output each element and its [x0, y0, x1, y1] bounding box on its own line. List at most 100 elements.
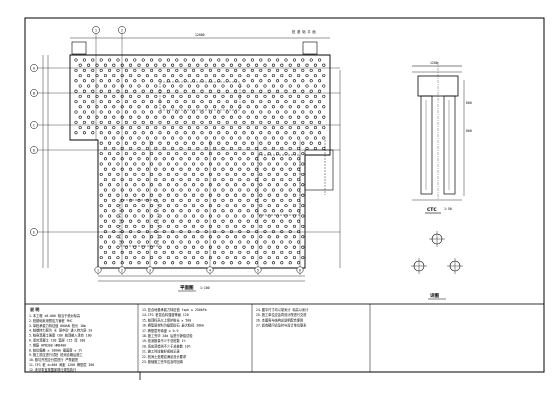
pile-dot — [297, 115, 301, 119]
pile-dot — [250, 110, 254, 114]
pile-dot — [271, 188, 275, 192]
pile-dot — [284, 245, 288, 249]
note-line: 26.本图需与结构总说明配合使用 — [256, 317, 303, 322]
pile-dot — [192, 58, 196, 62]
pile-dot — [171, 157, 175, 161]
pile-dot — [137, 136, 141, 140]
pile-dot — [154, 105, 158, 109]
pile-dot — [154, 178, 158, 182]
pile-dot — [280, 198, 284, 202]
pile-dot — [259, 204, 263, 208]
pile-dot — [318, 58, 322, 62]
pile-dot — [221, 84, 225, 88]
pile-dot — [250, 214, 254, 218]
pile-dot — [99, 89, 103, 93]
pile-dot — [280, 115, 284, 119]
pile-dot — [116, 172, 120, 176]
pile-dot — [196, 261, 200, 265]
pile-dot — [171, 63, 175, 67]
pile-dot — [267, 183, 271, 187]
pile-dot — [129, 167, 133, 171]
pile-dot — [154, 74, 158, 78]
pile-dot — [288, 105, 292, 109]
pile-dot — [137, 74, 141, 78]
pile-dot — [322, 84, 326, 88]
pile-dot — [124, 141, 128, 145]
pile-dot — [259, 141, 263, 145]
pile-dot — [288, 157, 292, 161]
pile-dot — [108, 152, 112, 156]
pile-dot — [204, 74, 208, 78]
pile-dot — [192, 141, 196, 145]
note-line: 15.桩顶标高以上保护桩长 ≥ 500 — [142, 317, 191, 322]
pile-dot — [217, 89, 221, 93]
pile-dot — [87, 84, 91, 88]
pile-dot — [183, 141, 187, 145]
pile-dot — [246, 105, 250, 109]
pile-dot — [213, 240, 217, 244]
pile-dot — [175, 245, 179, 249]
pile-dot — [271, 126, 275, 130]
pile-dot — [183, 152, 187, 156]
pile-dot — [196, 94, 200, 98]
pile-dot — [301, 204, 305, 208]
pile-dot — [297, 136, 301, 140]
pile-dot — [204, 115, 208, 119]
pile-dot — [196, 63, 200, 67]
pile-dot — [171, 188, 175, 192]
pile-dot — [255, 261, 259, 265]
pile-dot — [309, 141, 313, 145]
pile-dot — [234, 100, 238, 104]
pile-dot — [255, 198, 259, 202]
pile-dot — [87, 126, 91, 130]
pile-dot — [120, 126, 124, 130]
pile-dot — [280, 63, 284, 67]
pile-dot — [213, 84, 217, 88]
pile-dot — [200, 141, 204, 145]
axis-bubble-top — [92, 26, 100, 34]
pile-dot — [108, 245, 112, 249]
pile-dot — [150, 58, 154, 62]
pile-dot — [154, 261, 158, 265]
detail-title: 详图 — [430, 292, 439, 299]
pile-dot — [267, 256, 271, 260]
pile-dot — [267, 235, 271, 239]
pile-dot — [196, 146, 200, 150]
pile-dot — [145, 188, 149, 192]
pile-dot — [229, 94, 233, 98]
pile-dot — [305, 63, 309, 67]
pile-dot — [318, 79, 322, 83]
pile-dot — [103, 230, 107, 234]
pile-dot — [229, 146, 233, 150]
pile-dot — [297, 157, 301, 161]
pile-dot — [280, 250, 284, 254]
pile-dot — [108, 131, 112, 135]
pile-dot — [217, 204, 221, 208]
pile-dot — [150, 68, 154, 72]
pile-dot — [129, 146, 133, 150]
pile-dot — [150, 256, 154, 260]
pile-dot — [141, 162, 145, 166]
pile-dot — [95, 94, 99, 98]
pile-dot — [179, 188, 183, 192]
pile-dot — [221, 178, 225, 182]
pile-dot — [179, 178, 183, 182]
pile-dot — [82, 58, 86, 62]
pile-dot — [187, 250, 191, 254]
pile-dot — [200, 245, 204, 249]
pile-dot — [192, 110, 196, 114]
pile-dot — [255, 84, 259, 88]
pile-dot — [154, 136, 158, 140]
pile-dot — [187, 209, 191, 213]
pile-dot — [297, 209, 301, 213]
pile-dot — [133, 100, 137, 104]
plan-outline — [69, 54, 331, 269]
pile-dot — [267, 68, 271, 72]
pile-dot — [238, 136, 242, 140]
pile-dot — [288, 250, 292, 254]
pile-dot — [171, 261, 175, 265]
pile-dot — [158, 141, 162, 145]
pile-dot — [200, 204, 204, 208]
pile-dot — [108, 120, 112, 124]
pile-dot — [213, 219, 217, 223]
